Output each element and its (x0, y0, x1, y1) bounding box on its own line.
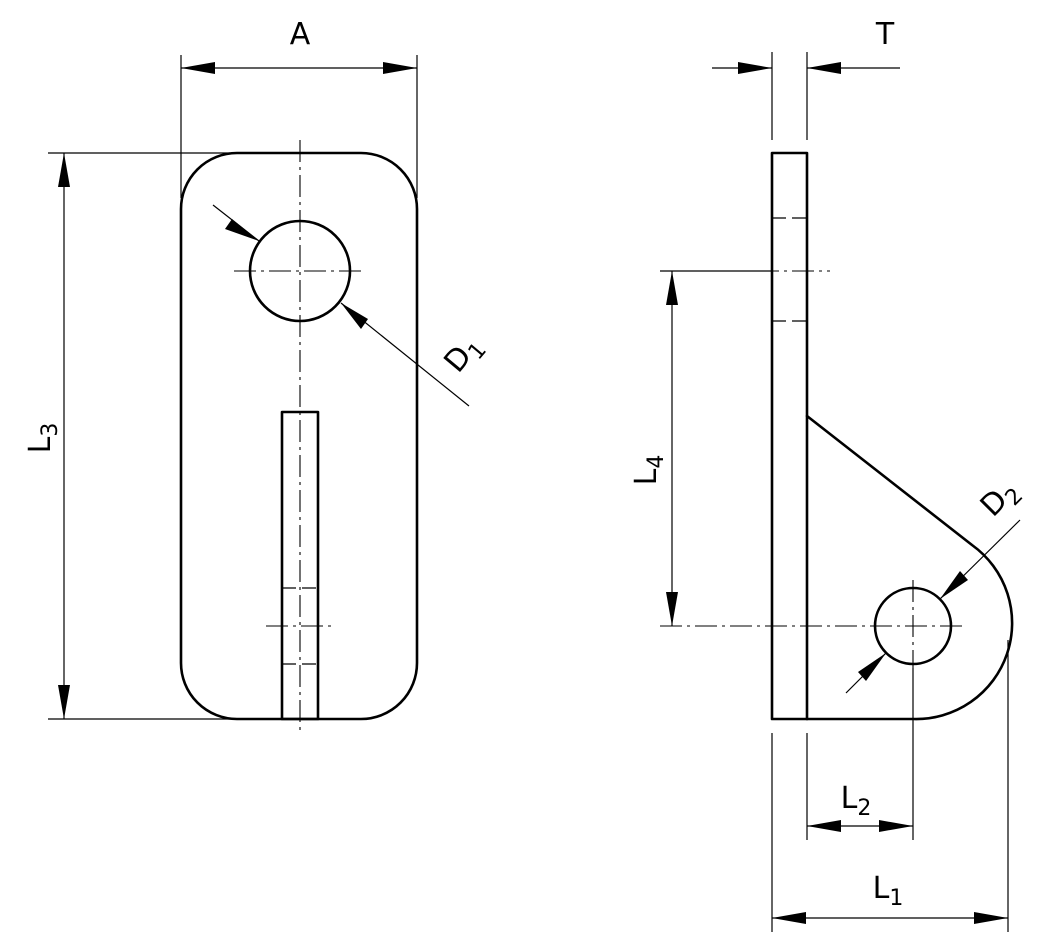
hole-d1 (248, 219, 352, 323)
label-d1: D1 (437, 328, 491, 382)
dimension-l2: L2 (806, 668, 914, 840)
label-t: T (875, 17, 895, 52)
label-d2: D2 (974, 473, 1029, 528)
dimension-a: A (180, 17, 418, 198)
label-l3: L3 (23, 423, 63, 454)
dimension-l1: L1 (771, 640, 1009, 932)
plate-outline (179, 151, 419, 721)
label-l2: L2 (841, 781, 872, 821)
front-view (179, 140, 419, 735)
dimension-l4: L4 (629, 270, 772, 626)
side-plate (770, 151, 809, 721)
lug-outline (805, 414, 1014, 721)
dimension-l3: L3 (23, 152, 282, 720)
label-l1: L1 (873, 871, 904, 911)
dimension-d2: D2 (845, 473, 1029, 694)
side-view (660, 151, 1014, 721)
dimension-d1: D1 (212, 204, 492, 407)
label-l4: L4 (629, 455, 669, 486)
dimension-t: T (712, 17, 900, 140)
label-a: A (290, 17, 311, 52)
